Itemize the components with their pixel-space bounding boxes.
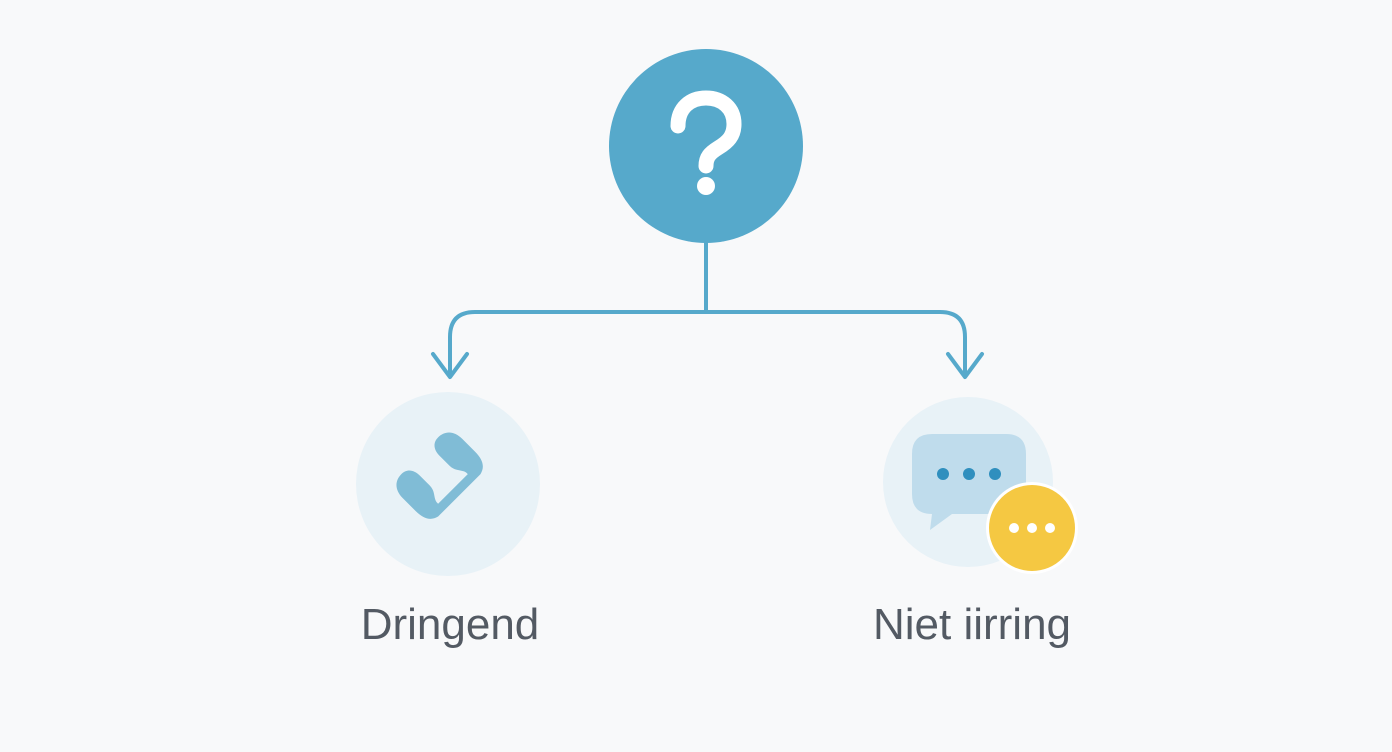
connector-lines xyxy=(431,238,984,379)
right-node xyxy=(883,397,1078,574)
arrowhead-left-icon xyxy=(431,352,469,379)
root-circle xyxy=(609,49,803,243)
branch-right-line xyxy=(704,310,967,378)
branch-left-line xyxy=(448,310,708,378)
root-node xyxy=(609,49,803,243)
left-node-circle xyxy=(356,392,540,576)
ellipsis-badge-icon xyxy=(986,482,1078,574)
question-mark-icon xyxy=(670,90,742,195)
phone-icon xyxy=(396,432,483,519)
arrowhead-right-icon xyxy=(946,352,984,379)
branch-right-label: Niet iirring xyxy=(872,600,1072,649)
left-node xyxy=(356,392,540,576)
branch-left-label: Dringend xyxy=(360,600,540,649)
